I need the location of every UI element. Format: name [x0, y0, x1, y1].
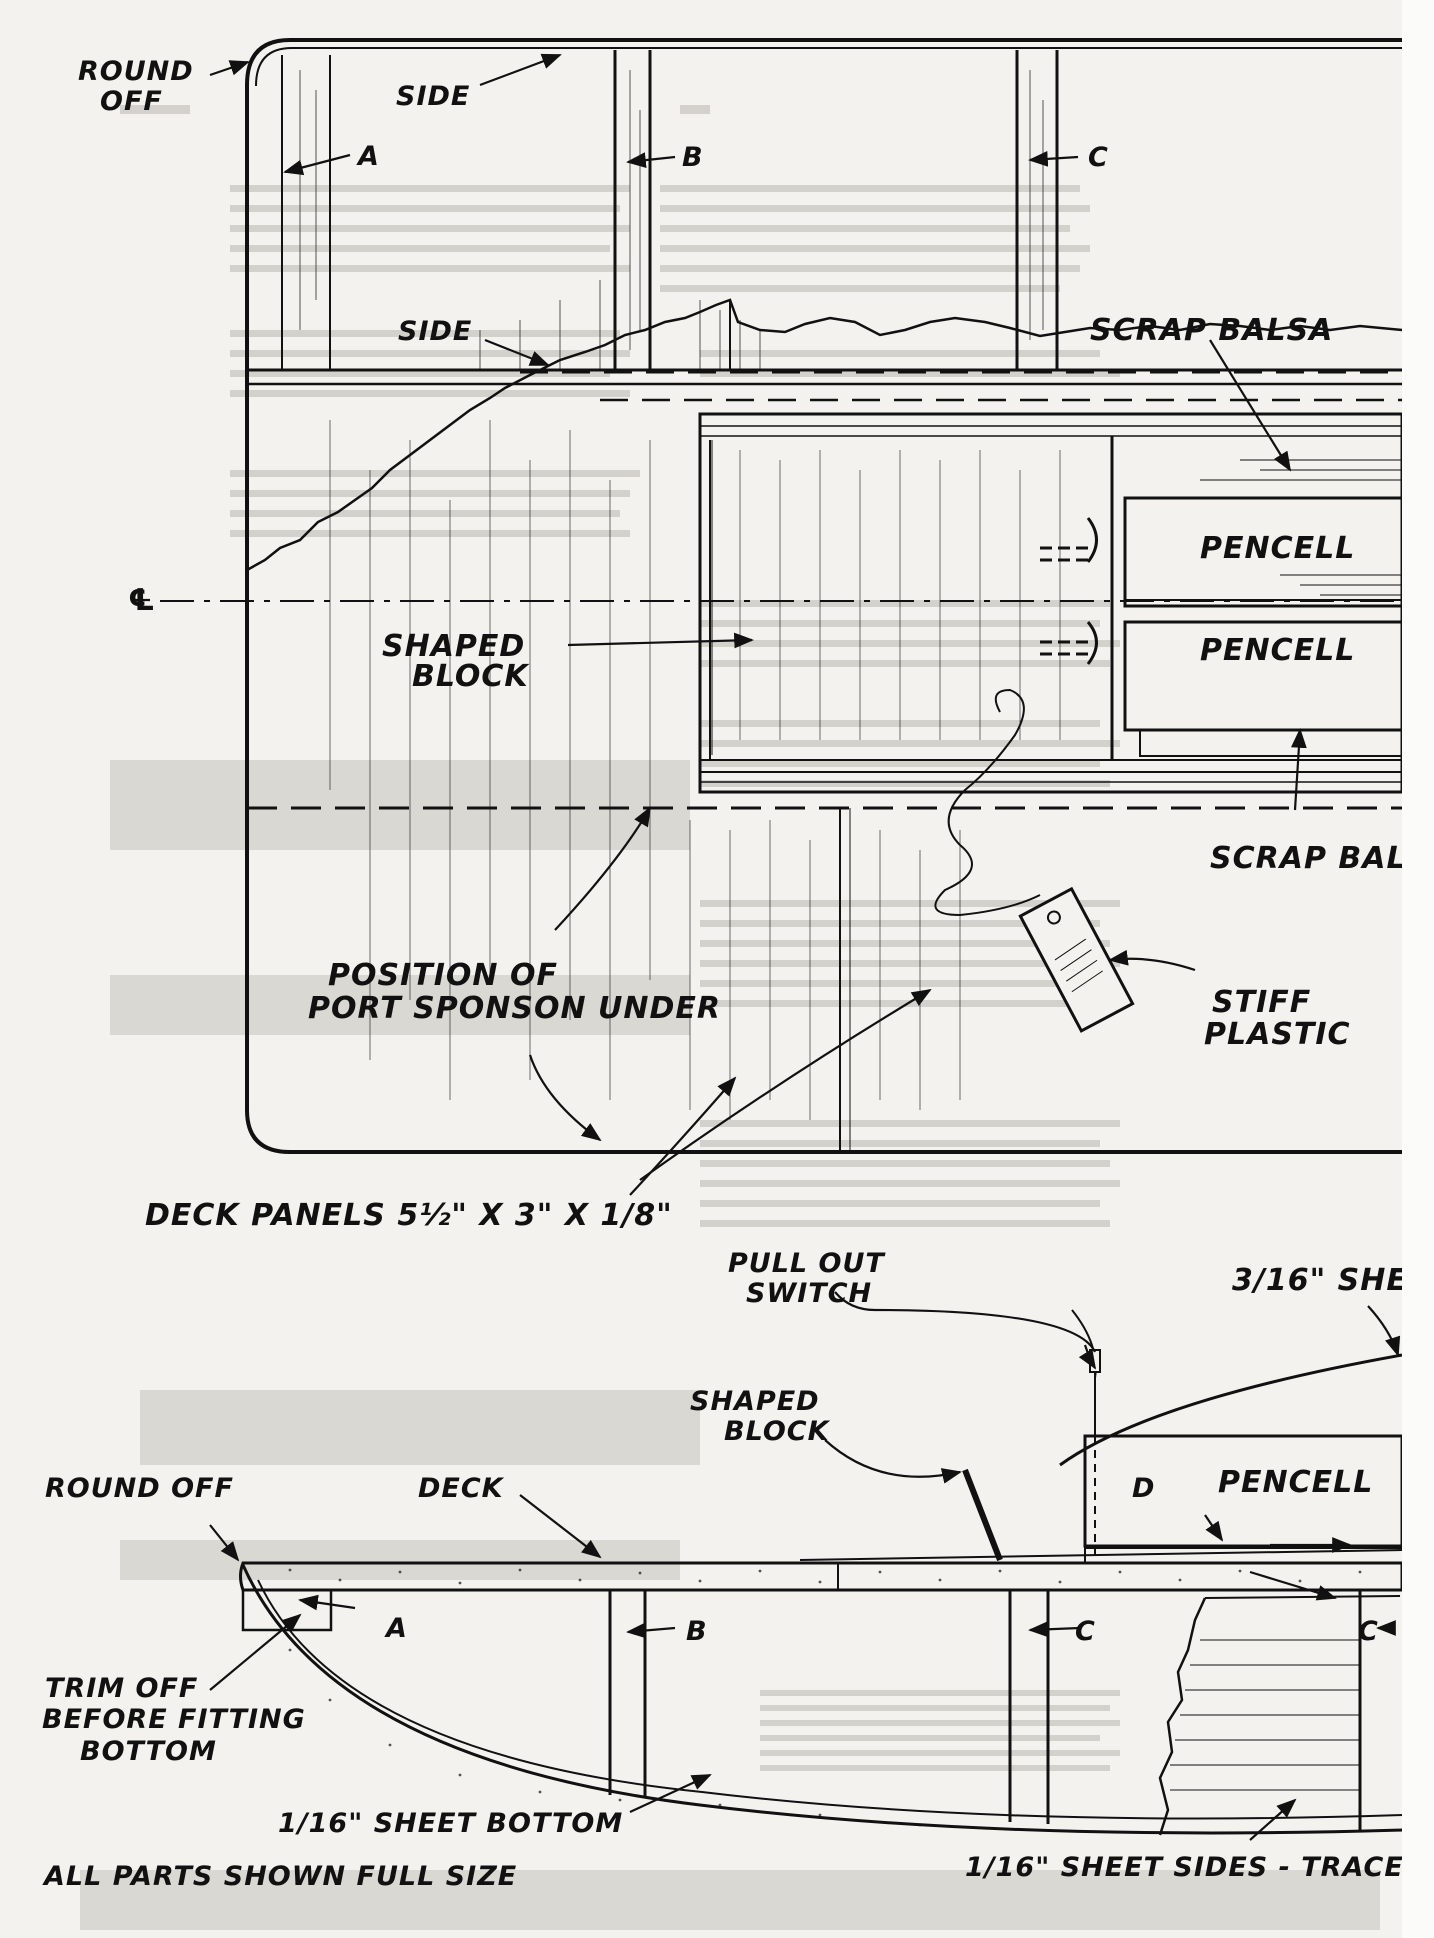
label-sheet-sides: 1/16" SHEET SIDES - TRACE FC	[965, 1852, 1434, 1883]
stiff-plastic-tag	[1018, 886, 1135, 1033]
label-trim-off-2: BEFORE FITTING	[42, 1704, 306, 1735]
label-shaped-block-side-2: BLOCK	[724, 1416, 831, 1447]
label-pencell-lower: PENCELL	[1200, 633, 1355, 668]
label-round-off-top-2: OFF	[100, 86, 163, 117]
label-pencell-side: PENCELL	[1218, 1465, 1373, 1500]
label-switch: SWITCH	[746, 1278, 872, 1309]
label-stiff: STIFF	[1212, 985, 1311, 1020]
label-pull-out: PULL OUT	[728, 1248, 886, 1279]
label-scrap-balsa-top: SCRAP BALSA	[1090, 313, 1333, 348]
label-scrap-balsa-right: SCRAP BALS	[1210, 841, 1429, 876]
label-former-a-top: A	[356, 141, 380, 172]
side-elevation-view	[239, 1309, 1404, 1836]
label-round-off-top: ROUND	[78, 56, 194, 87]
label-position-2: PORT SPONSON UNDER	[308, 991, 721, 1026]
label-trim-off-3: BOTTOM	[80, 1736, 217, 1767]
label-centreline: ℄	[128, 583, 156, 618]
label-former-d: D	[1132, 1473, 1155, 1504]
label-trim-off-1: TRIM OFF	[45, 1673, 198, 1704]
label-sheet-bottom: 1/16" SHEET BOTTOM	[278, 1808, 623, 1839]
label-shaped-block-top: SHAPED	[382, 629, 525, 664]
label-former-a-side: A	[384, 1613, 408, 1644]
label-deck: DECK	[418, 1473, 505, 1504]
label-round-off-side: ROUND OFF	[45, 1473, 234, 1504]
label-full-size: ALL PARTS SHOWN FULL SIZE	[42, 1861, 517, 1892]
label-former-c-side: C	[1075, 1616, 1096, 1647]
deck-outline	[245, 38, 1402, 1154]
page-edge	[1402, 0, 1434, 1938]
label-sheet-right: 3/16" SHEET	[1232, 1263, 1434, 1298]
label-side-top: SIDE	[396, 81, 470, 112]
label-former-c-side-2: C	[1358, 1616, 1379, 1647]
switch-wire	[934, 688, 1041, 917]
label-pencell-upper: PENCELL	[1200, 531, 1355, 566]
sheet-bottom	[241, 1564, 1403, 1835]
label-position-1: POSITION OF	[328, 958, 558, 993]
deck-plan-view	[160, 38, 1404, 1154]
label-former-b-top: B	[682, 142, 704, 173]
label-side-mid: SIDE	[398, 316, 472, 347]
label-plastic: PLASTIC	[1204, 1017, 1351, 1052]
deck-strip	[239, 1561, 1404, 1592]
label-former-b-side: B	[686, 1616, 708, 1647]
label-shaped-block-side: SHAPED	[690, 1386, 820, 1417]
leader-arrows	[134, 53, 1401, 1841]
label-deck-panels: DECK PANELS 5½" X 3" X 1/8"	[145, 1198, 673, 1233]
label-shaped-block-top-2: BLOCK	[412, 659, 530, 694]
labels: ROUND OFF SIDE A B C SIDE SCRAP BALSA PE…	[42, 56, 1434, 1892]
label-former-c-top: C	[1088, 142, 1109, 173]
